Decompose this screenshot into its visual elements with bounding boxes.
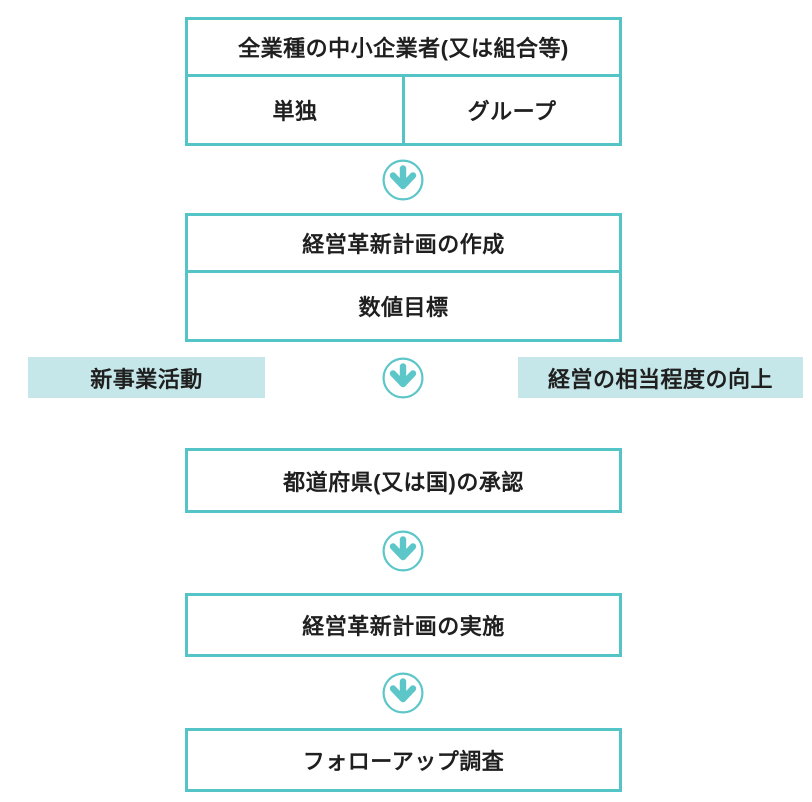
flow-box-plan: 経営革新計画の作成 数値目標: [185, 213, 622, 342]
plan-title: 経営革新計画の作成: [188, 216, 619, 273]
side-label-management-improvement: 経営の相当程度の向上: [518, 357, 803, 398]
down-arrow-icon: [382, 159, 424, 201]
flow-box-implementation: 経営革新計画の実施: [185, 593, 622, 657]
applicants-cells-row: 単独 グループ: [188, 77, 619, 143]
flow-box-applicants: 全業種の中小企業者(又は組合等) 単独 グループ: [185, 17, 622, 146]
implementation-title: 経営革新計画の実施: [302, 614, 505, 639]
flow-box-approval: 都道府県(又は国)の承認: [185, 448, 622, 513]
flow-box-followup: フォローアップ調査: [185, 728, 622, 792]
followup-title: フォローアップ調査: [302, 749, 505, 774]
applicant-cell-single: 単独: [188, 77, 405, 143]
approval-title: 都道府県(又は国)の承認: [283, 469, 524, 495]
plan-subcell-numeric-target: 数値目標: [358, 295, 449, 320]
applicants-title: 全業種の中小企業者(又は組合等): [188, 20, 619, 77]
down-arrow-icon: [382, 530, 424, 572]
applicant-cell-group: グループ: [467, 99, 557, 124]
side-label-new-business: 新事業活動: [28, 357, 265, 398]
down-arrow-icon: [382, 357, 424, 399]
down-arrow-icon: [382, 672, 424, 714]
